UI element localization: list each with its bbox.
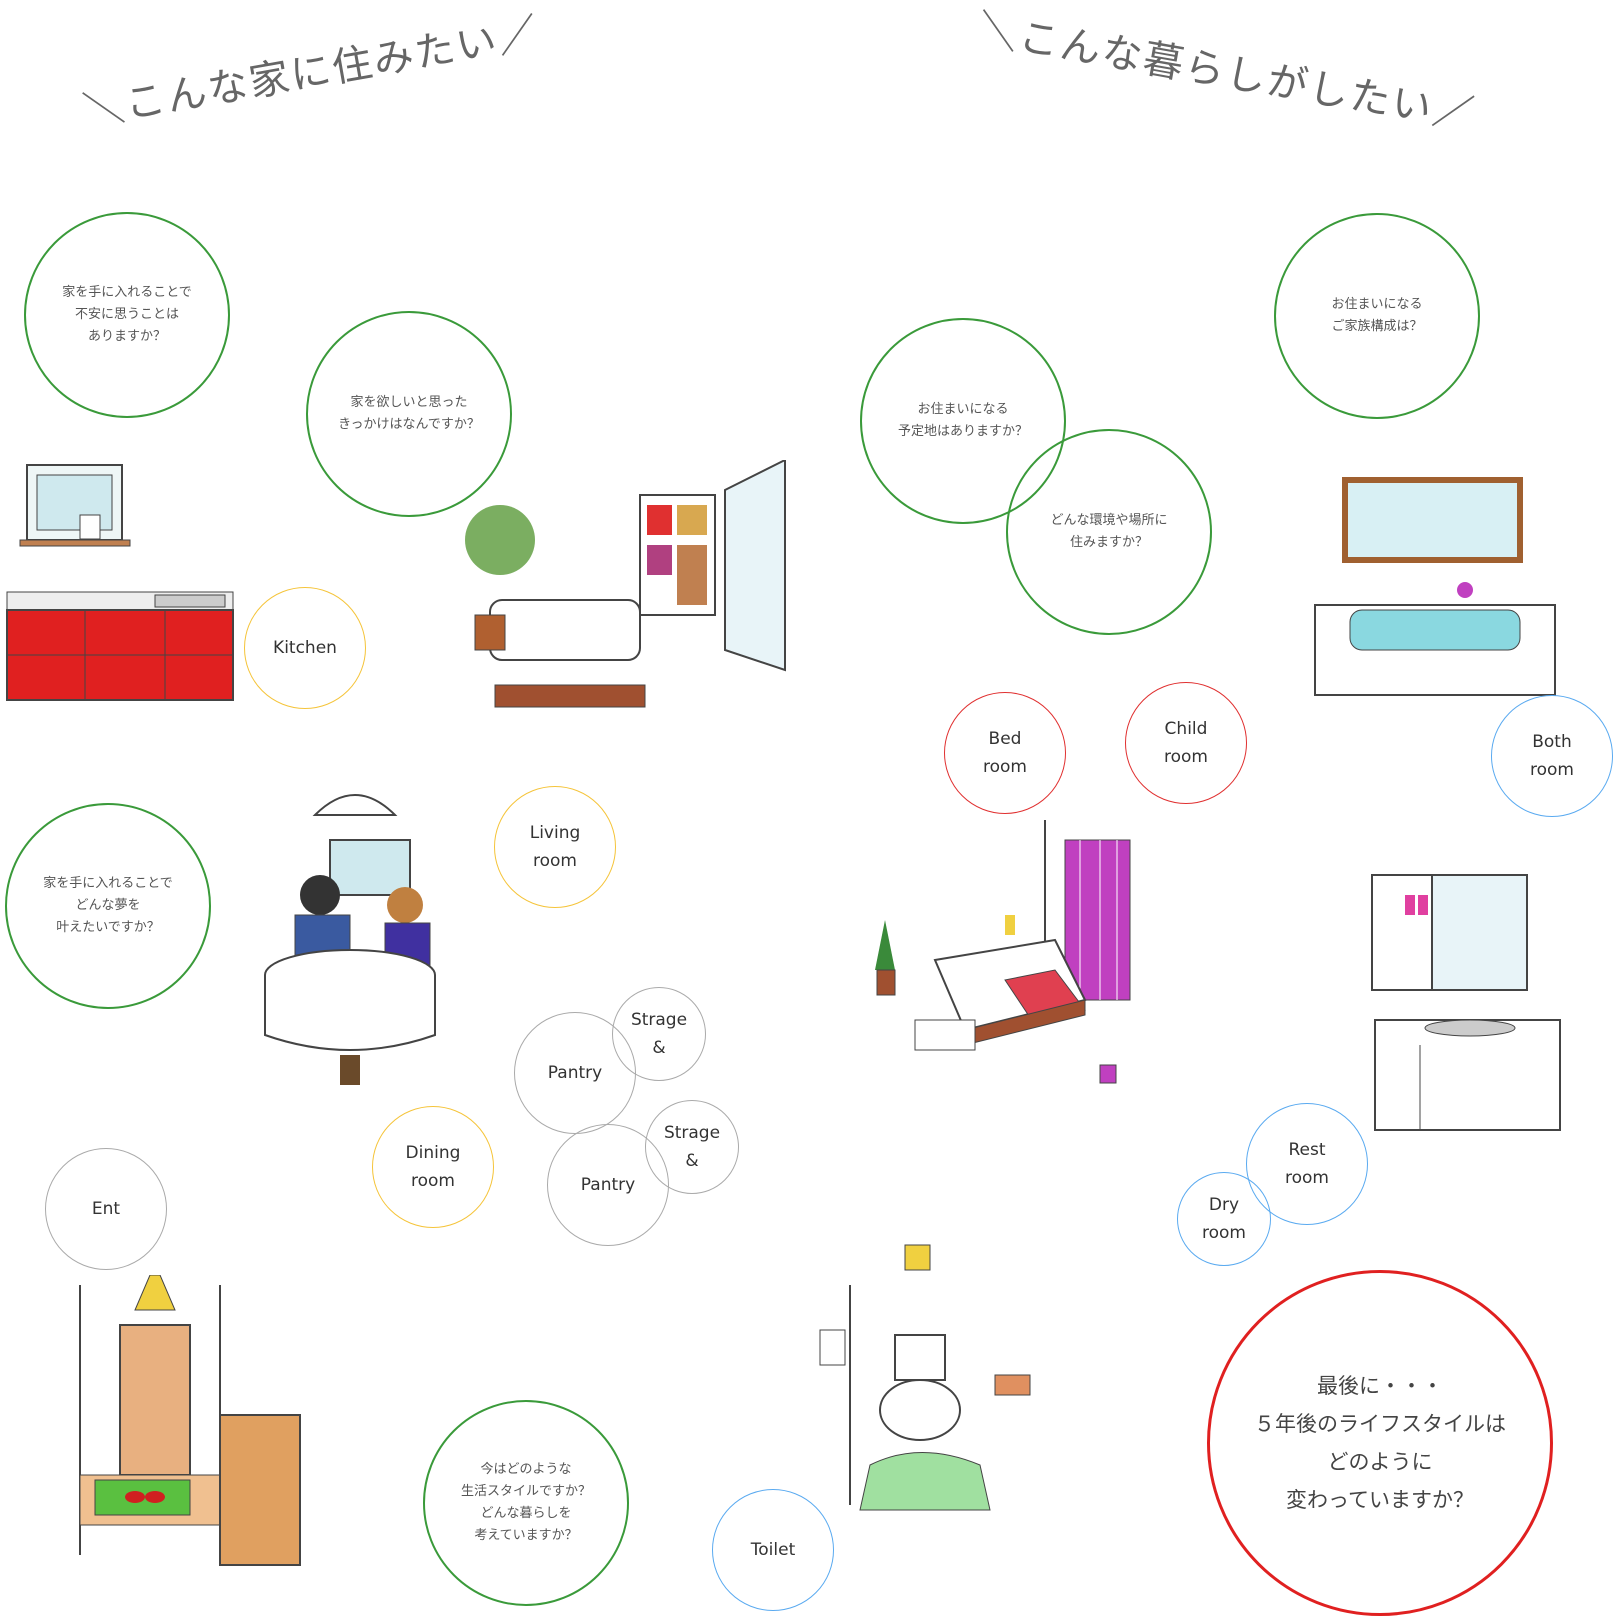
room-label: Living room bbox=[529, 823, 581, 871]
room-label: Ent bbox=[91, 1199, 121, 1219]
question-text: お住まいになる ご家族構成は？ bbox=[1331, 297, 1423, 334]
entrance-illustration bbox=[79, 1275, 301, 1566]
room-label: Kitchen bbox=[273, 638, 337, 658]
room-label: Dining room bbox=[405, 1143, 461, 1191]
question-final[interactable]: 最後に・・・ ５年後のライフスタイルは どのように 変わっていますか？ bbox=[1207, 1270, 1553, 1616]
room-label: Dry room bbox=[1202, 1195, 1246, 1243]
room-living[interactable]: Living room bbox=[494, 786, 616, 908]
room-label: Bed room bbox=[983, 729, 1027, 777]
room-label: Child room bbox=[1164, 719, 1208, 767]
question-text: 最後に・・・ ５年後のライフスタイルは どのように 変わっていますか？ bbox=[1254, 1374, 1506, 1512]
washroom-illustration bbox=[1371, 874, 1561, 1131]
room-child[interactable]: Child room bbox=[1125, 682, 1247, 804]
room-strage-1[interactable]: Strage & bbox=[612, 987, 706, 1081]
room-bed[interactable]: Bed room bbox=[944, 692, 1066, 814]
room-label: Rest room bbox=[1285, 1140, 1329, 1188]
living-illustration bbox=[465, 460, 786, 708]
room-kitchen[interactable]: Kitchen bbox=[244, 587, 366, 709]
room-label: Strage & bbox=[663, 1123, 721, 1171]
room-label: Toilet bbox=[750, 1540, 796, 1560]
kitchen-illustration bbox=[6, 464, 234, 701]
question-text: 家を手に入れることで 不安に思うことは ありますか？ bbox=[62, 285, 192, 344]
room-label: Pantry bbox=[580, 1175, 636, 1195]
room-label: Strage & bbox=[630, 1010, 688, 1058]
room-dining[interactable]: Dining room bbox=[372, 1106, 494, 1228]
question-text: 家を手に入れることで どんな夢を 叶えたいですか？ bbox=[43, 876, 173, 935]
room-both[interactable]: Both room bbox=[1491, 695, 1613, 817]
room-toilet[interactable]: Toilet bbox=[712, 1489, 834, 1611]
room-entrance[interactable]: Ent bbox=[45, 1148, 167, 1270]
question-text: 今はどのような 生活スタイルですか？ どんな暮らしを 考えていますか？ bbox=[460, 1462, 591, 1543]
toilet-illustration bbox=[819, 1244, 1031, 1511]
question-anxiety[interactable]: 家を手に入れることで 不安に思うことは ありますか？ bbox=[24, 212, 230, 418]
dining-illustration bbox=[264, 794, 436, 1085]
room-label: Both room bbox=[1530, 732, 1574, 780]
room-rest[interactable]: Rest room bbox=[1246, 1103, 1368, 1225]
question-trigger[interactable]: 家を欲しいと思った きっかけはなんですか？ bbox=[306, 311, 512, 517]
question-environment[interactable]: どんな環境や場所に 住みますか？ bbox=[1006, 429, 1212, 635]
question-text: お住まいになる 予定地はありますか？ bbox=[897, 402, 1028, 439]
question-family[interactable]: お住まいになる ご家族構成は？ bbox=[1274, 213, 1480, 419]
bedroom-illustration bbox=[875, 820, 1131, 1084]
room-dry[interactable]: Dry room bbox=[1177, 1172, 1271, 1266]
question-site[interactable]: お住まいになる 予定地はありますか？ bbox=[860, 318, 1066, 524]
question-text: 家を欲しいと思った きっかけはなんですか？ bbox=[338, 395, 480, 432]
room-label: Pantry bbox=[547, 1063, 603, 1083]
room-strage-2[interactable]: Strage & bbox=[645, 1100, 739, 1194]
bathroom-illustration bbox=[1314, 477, 1556, 696]
question-dream[interactable]: 家を手に入れることで どんな夢を 叶えたいですか？ bbox=[5, 803, 211, 1009]
question-lifestyle[interactable]: 今はどのような 生活スタイルですか？ どんな暮らしを 考えていますか？ bbox=[423, 1400, 629, 1606]
heading-lifestyle: ＼こんな暮らしがしたい／ bbox=[974, 6, 1479, 140]
question-text: どんな環境や場所に 住みますか？ bbox=[1050, 513, 1168, 550]
heading-house: ＼こんな家に住みたい／ bbox=[80, 10, 544, 136]
